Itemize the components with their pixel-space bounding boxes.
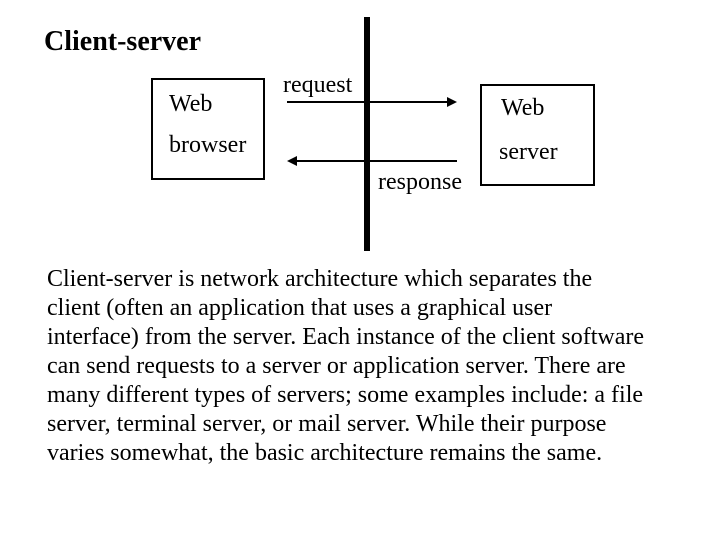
body-text-line: server, terminal server, or mail server.… (47, 411, 607, 437)
response-arrowhead-icon (287, 156, 297, 166)
body-text-line: varies somewhat, the basic architecture … (47, 440, 603, 466)
request-arrow (287, 101, 447, 103)
body-text-line: Client-server is network architecture wh… (47, 266, 593, 292)
page-title: Client-server (44, 26, 202, 57)
body-text-line: client (often an application that uses a… (47, 295, 553, 321)
response-label: response (378, 169, 462, 195)
server-box-label-line2: server (499, 139, 558, 165)
client-box-label-line2: browser (169, 132, 247, 158)
body-text-line: interface) from the server. Each instanc… (47, 324, 645, 350)
response-arrow (297, 160, 457, 162)
client-box-label-line1: Web (169, 91, 213, 117)
request-arrowhead-icon (447, 97, 457, 107)
server-box: Web server (480, 84, 595, 186)
network-boundary-line (364, 17, 370, 251)
request-label: request (283, 72, 353, 98)
server-box-label-line1: Web (501, 95, 545, 121)
body-text-line: many different types of servers; some ex… (47, 382, 644, 408)
client-box: Web browser (151, 78, 265, 180)
body-text: Client-server is network architecture wh… (47, 265, 687, 468)
body-text-line: can send requests to a server or applica… (47, 353, 626, 379)
